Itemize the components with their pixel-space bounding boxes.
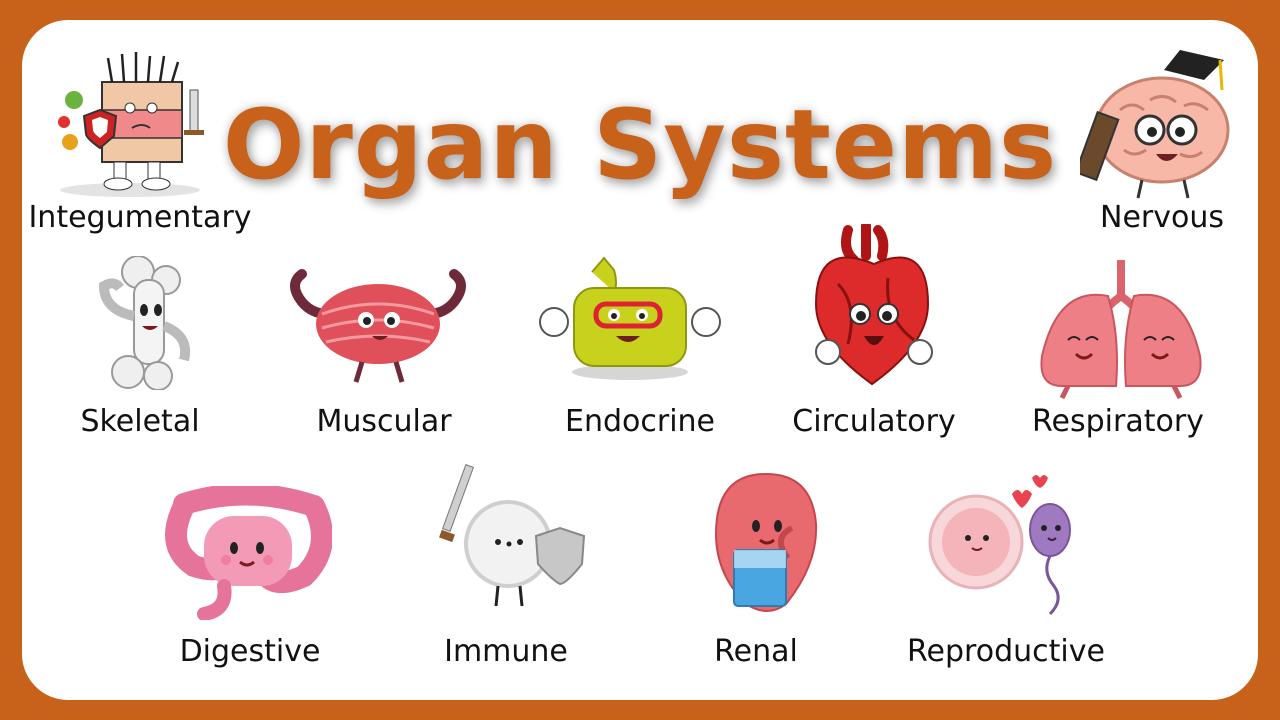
label-reproductive: Reproductive [907, 634, 1105, 669]
label-circulatory: Circulatory [792, 404, 956, 439]
label-respiratory: Respiratory [1032, 404, 1204, 439]
label-digestive: Digestive [179, 634, 321, 669]
intestine-icon [165, 486, 332, 620]
page-title: Organ Systems [222, 89, 1058, 201]
kidney-icon [714, 472, 818, 612]
label-skeletal: Skeletal [80, 404, 200, 439]
label-immune: Immune [444, 634, 568, 669]
label-renal: Renal [714, 634, 798, 669]
label-muscular: Muscular [316, 404, 452, 439]
egg-sperm-icon [928, 475, 1071, 616]
label-integumentary: Integumentary [28, 200, 252, 235]
bone-icon [98, 256, 190, 390]
label-nervous: Nervous [1100, 200, 1224, 235]
heart-icon [814, 224, 933, 386]
muscle-icon [290, 269, 466, 383]
skin-icon [58, 52, 204, 197]
lungs-icon [1040, 260, 1202, 400]
gland-icon [539, 256, 721, 380]
label-endocrine: Endocrine [565, 404, 715, 439]
brain-icon [1080, 50, 1230, 199]
immune-cell-icon [439, 464, 586, 607]
